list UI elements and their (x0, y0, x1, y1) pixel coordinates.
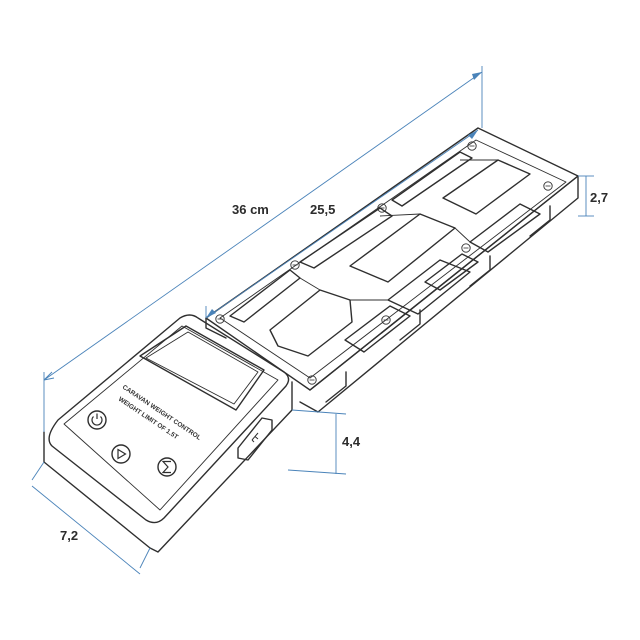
display-unit: CARAVAN WEIGHT CONTROL WEIGHT LIMIT OF 1… (43, 314, 293, 553)
dimension-device-height: 4,4 (342, 434, 361, 449)
dimension-lines (31, 66, 594, 575)
screw-icon (467, 141, 477, 151)
play-button[interactable] (111, 444, 131, 464)
dimension-total-length: 36 cm (232, 202, 269, 217)
power-button[interactable] (87, 410, 107, 430)
dimension-scale-length: 25,5 (310, 202, 335, 217)
sum-button[interactable] (157, 457, 177, 477)
usb-port[interactable] (237, 417, 273, 461)
screen (139, 325, 265, 411)
power-icon (91, 413, 103, 426)
play-icon (117, 448, 127, 460)
dimension-device-width: 7,2 (60, 528, 78, 543)
device-label-line1: CARAVAN WEIGHT CONTROL (121, 384, 202, 442)
dimension-scale-height: 2,7 (590, 190, 608, 205)
screw-icon (215, 314, 225, 324)
screw-icon (290, 260, 300, 270)
scale-plate (205, 127, 579, 413)
screw-icon (307, 375, 317, 385)
screw-icon (543, 181, 553, 191)
screw-icon (381, 315, 391, 325)
sigma-icon (161, 460, 171, 474)
usb-icon (251, 432, 259, 443)
screw-icon (461, 243, 471, 253)
screw-icon (377, 203, 387, 213)
